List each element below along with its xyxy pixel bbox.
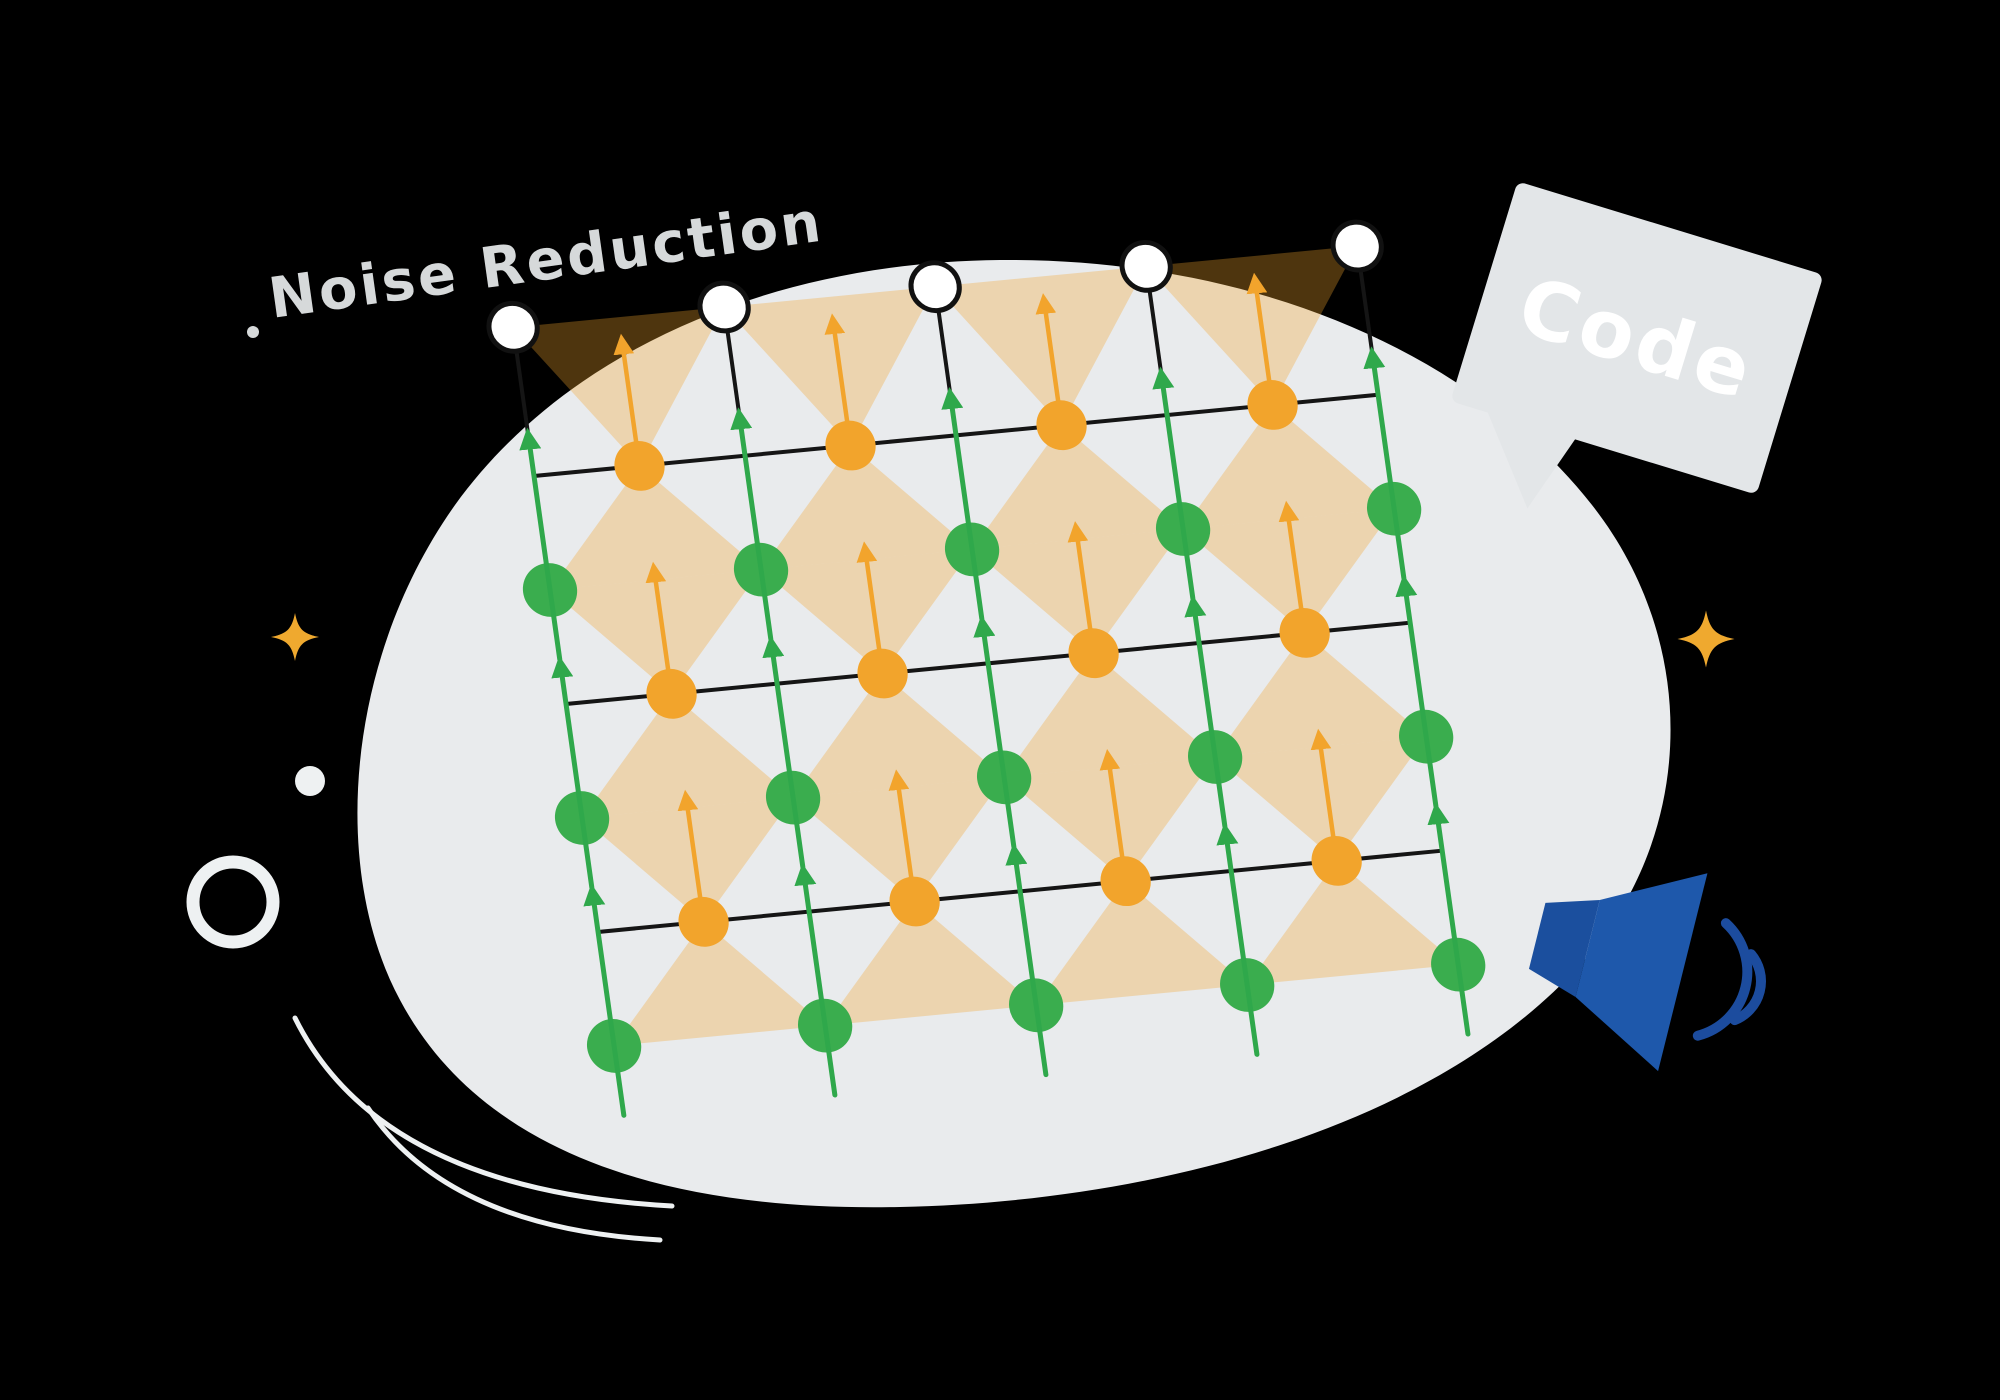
spin-arrow-orange <box>824 313 855 460</box>
boundary-qubit <box>486 300 540 354</box>
spin-arrow-orange <box>1067 521 1098 668</box>
spin-arrow-green <box>1395 574 1439 809</box>
stabilizer-lattice <box>486 219 1486 1118</box>
plaquette <box>1004 757 1248 1006</box>
speech-bubble-body <box>1452 183 1822 493</box>
sound-wave-arc-large <box>1692 918 1753 1041</box>
boundary-qubit <box>908 260 962 314</box>
dot-icon <box>295 766 325 796</box>
speech-bubble: Code <box>1452 183 1822 509</box>
spin-arrow-orange <box>1278 500 1309 647</box>
spin-arrow-green <box>1152 366 1196 601</box>
swoosh-arc-inner <box>365 1105 663 1243</box>
megaphone-driver <box>1528 899 1600 997</box>
boundary-qubit <box>697 280 751 334</box>
spin-arrow-green <box>1427 802 1471 1037</box>
spin-arrow-green <box>973 614 1017 850</box>
plaquette <box>582 797 826 1046</box>
spin-arrow-orange <box>888 769 919 916</box>
spin-arrow-green <box>941 386 985 622</box>
plaquette <box>550 569 794 818</box>
boundary-qubit <box>1330 219 1384 273</box>
plaquette <box>972 529 1216 778</box>
spin-arrow-green <box>1184 594 1228 829</box>
spin-arrow-orange <box>613 333 644 480</box>
plaquette <box>1183 508 1427 758</box>
boundary-qubit <box>1119 239 1173 293</box>
background-blob <box>357 259 1671 1208</box>
spin-arrow-orange <box>677 789 708 936</box>
spin-arrow-green <box>762 635 806 870</box>
decorative-dot <box>247 326 259 338</box>
swoosh-arc-outer <box>292 1015 675 1209</box>
sparkle-icon-right <box>1677 610 1735 668</box>
spin-arrow-orange <box>856 541 887 688</box>
spin-arrow-green <box>794 863 838 1098</box>
spin-arrow-green <box>551 655 595 890</box>
spin-arrow-orange <box>1035 293 1066 440</box>
sound-wave-arc-small <box>1729 949 1766 1026</box>
spin-arrow-orange <box>1099 749 1130 896</box>
spin-arrow-orange <box>1310 728 1341 875</box>
plaquette <box>761 549 1005 798</box>
megaphone-cone <box>1575 873 1708 1072</box>
spin-arrow-green <box>1216 822 1260 1057</box>
megaphone-icon <box>1528 873 1766 1072</box>
circle-ring-icon <box>186 855 280 949</box>
plaquette <box>1215 736 1459 985</box>
spin-arrow-green <box>1005 842 1049 1078</box>
spin-arrow-green <box>519 427 563 662</box>
spin-arrow-orange <box>645 561 676 708</box>
sparkle-icon-left <box>271 613 319 661</box>
plaquette <box>793 777 1037 1026</box>
spin-arrow-green <box>1363 346 1407 581</box>
spin-arrow-green <box>730 407 774 642</box>
spin-arrow-green <box>583 883 627 1118</box>
spin-arrow-orange <box>1246 272 1277 420</box>
